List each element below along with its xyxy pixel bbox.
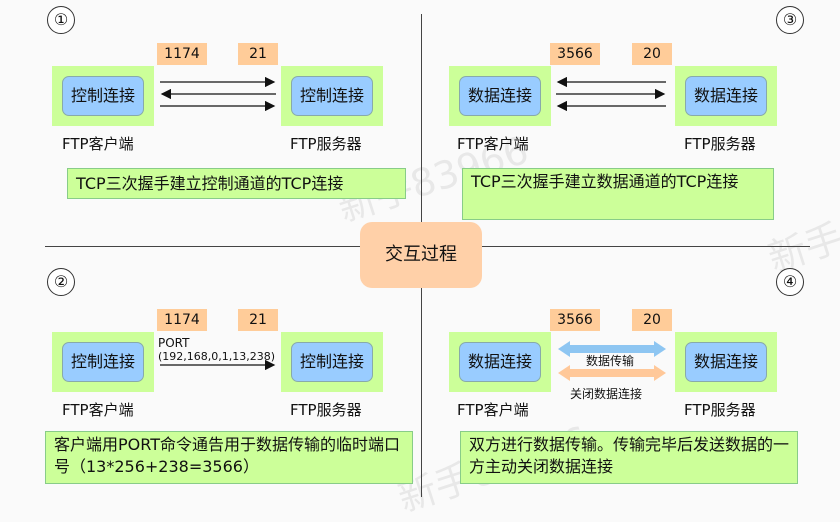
client-port: 3566: [550, 43, 600, 65]
client-connection-box: 数据连接: [459, 76, 541, 116]
server-connection-box: 数据连接: [685, 76, 767, 116]
panel-number: ④: [776, 268, 804, 296]
client-port: 3566: [550, 309, 600, 331]
center-label: 交互过程: [360, 222, 482, 288]
server-port: 21: [238, 309, 278, 331]
server-label: FTP服务器: [684, 401, 756, 419]
server-node: 控制连接: [281, 332, 383, 392]
client-node: 控制连接: [52, 332, 154, 392]
client-port: 1174: [157, 43, 207, 65]
client-label: FTP客户端: [62, 135, 134, 153]
handshake-arrows: [556, 76, 666, 112]
client-node: 控制连接: [52, 66, 154, 126]
server-connection-box: 控制连接: [291, 76, 373, 116]
server-node: 控制连接: [281, 66, 383, 126]
client-label: FTP客户端: [62, 401, 134, 419]
server-connection-box: 数据连接: [685, 342, 767, 382]
server-label: FTP服务器: [290, 401, 362, 419]
client-connection-box: 数据连接: [459, 342, 541, 382]
client-label: FTP客户端: [457, 135, 529, 153]
panel-number: ③: [776, 6, 804, 34]
panel-description: 双方进行数据传输。传输完毕后发送数据的一方主动关闭数据连接: [460, 431, 798, 484]
server-label: FTP服务器: [684, 135, 756, 153]
panel-number: ②: [47, 268, 75, 296]
horizontal-divider-right: [480, 246, 810, 247]
client-port: 1174: [157, 309, 207, 331]
panel-number: ①: [47, 6, 75, 34]
server-port: 20: [632, 309, 672, 331]
client-connection-box: 控制连接: [62, 342, 144, 382]
client-node: 数据连接: [449, 66, 551, 126]
server-node: 数据连接: [675, 66, 777, 126]
close-label: 关闭数据连接: [570, 387, 643, 401]
server-port: 21: [238, 43, 278, 65]
port-command-args: (192,168,0,1,13,238): [158, 350, 276, 363]
client-connection-box: 控制连接: [62, 76, 144, 116]
transfer-arrows: [558, 341, 666, 381]
panel-description: TCP三次握手建立控制通道的TCP连接: [67, 168, 406, 199]
client-label: FTP客户端: [457, 401, 529, 419]
horizontal-divider-left: [45, 246, 360, 247]
server-label: FTP服务器: [290, 135, 362, 153]
server-port: 20: [632, 43, 672, 65]
transfer-label: 数据传输: [586, 354, 635, 368]
panel-description: TCP三次握手建立数据通道的TCP连接: [462, 168, 774, 220]
port-command-arrow: [160, 359, 276, 371]
close-connection-arrow: [558, 365, 666, 381]
panel-description: 客户端用PORT命令通告用于数据传输的临时端口号（13*256+238=3566…: [45, 431, 413, 484]
port-command-label: PORT: [158, 336, 190, 350]
server-node: 数据连接: [675, 332, 777, 392]
server-connection-box: 控制连接: [291, 342, 373, 382]
handshake-arrows: [160, 76, 276, 112]
data-transfer-arrow: [558, 341, 666, 357]
client-node: 数据连接: [449, 332, 551, 392]
